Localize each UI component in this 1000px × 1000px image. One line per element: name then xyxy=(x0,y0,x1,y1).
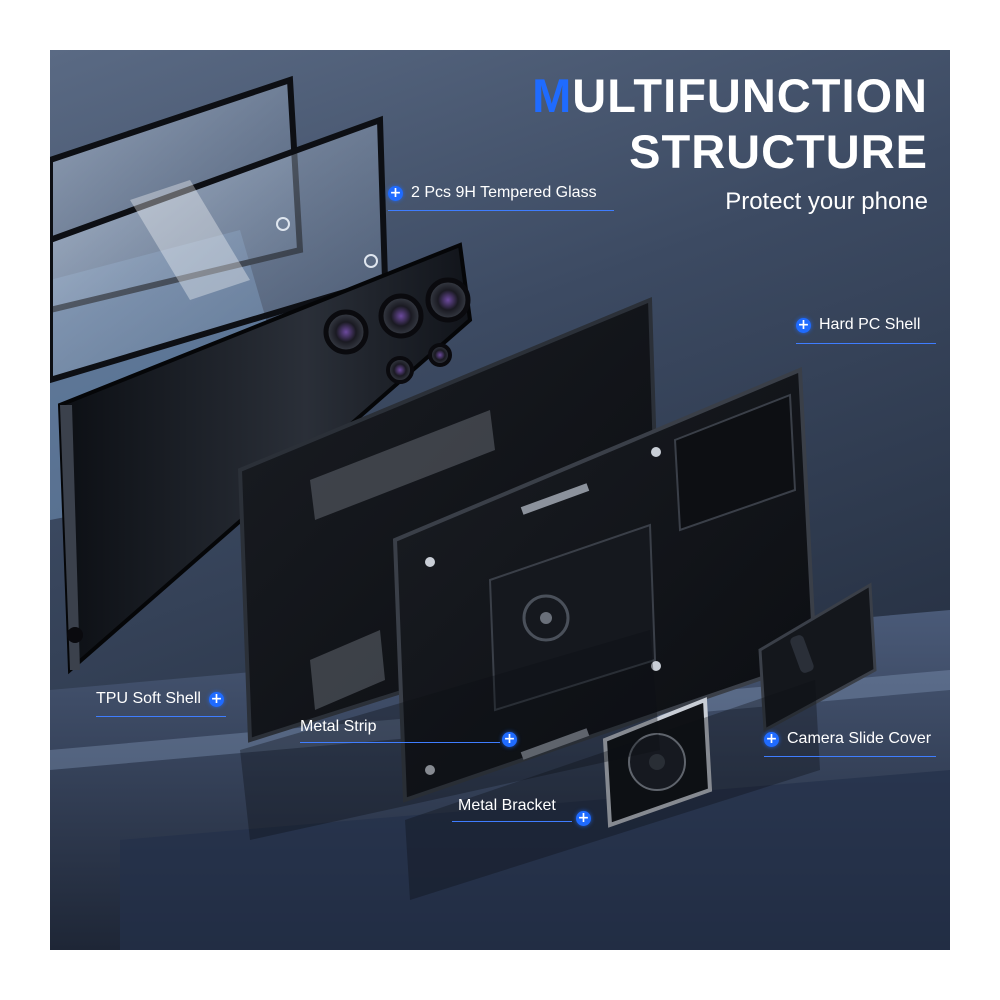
callout-label: Camera Slide Cover xyxy=(787,730,932,747)
callout-line xyxy=(300,742,500,743)
plus-icon: + xyxy=(388,184,403,201)
callout-line xyxy=(764,756,936,757)
plus-icon: + xyxy=(208,690,224,707)
plus-icon: + xyxy=(576,810,591,826)
callout-metal-strip-marker: + xyxy=(502,732,517,747)
callout-label: TPU Soft Shell xyxy=(96,690,201,707)
headline-line2: STRUCTURE xyxy=(629,125,928,178)
callout-camera-slide-cover: + Camera Slide Cover xyxy=(764,730,936,757)
callout-metal-bracket: Metal Bracket xyxy=(452,797,572,822)
camera-lens-icon xyxy=(323,309,369,355)
callout-line xyxy=(796,343,936,344)
callout-label: 2 Pcs 9H Tempered Glass xyxy=(411,184,597,201)
product-scene xyxy=(50,75,950,950)
callout-label: Metal Bracket xyxy=(458,797,556,814)
headline-accent-letter: M xyxy=(532,69,573,122)
product-image-frame: MULTIFUNCTION STRUCTURE Protect your pho… xyxy=(50,50,950,950)
callout-hard-pc-shell: + Hard PC Shell xyxy=(796,316,936,344)
callout-metal-bracket-marker: + xyxy=(576,811,591,826)
callout-label: Metal Strip xyxy=(300,718,377,735)
tempered-glass-sheets xyxy=(50,75,389,384)
metal-bracket xyxy=(602,697,713,828)
callout-tempered-glass: + 2 Pcs 9H Tempered Glass xyxy=(388,184,614,211)
callout-line xyxy=(96,716,226,717)
callout-metal-strip: Metal Strip xyxy=(300,718,500,743)
plus-icon: + xyxy=(764,730,779,747)
plus-icon: + xyxy=(502,731,517,747)
callout-line xyxy=(452,821,572,822)
subtitle: Protect your phone xyxy=(725,188,928,215)
plus-icon: + xyxy=(796,316,811,333)
callout-line xyxy=(388,210,614,211)
camera-slide-cover xyxy=(758,582,877,733)
callout-label: Hard PC Shell xyxy=(819,316,921,333)
headline: MULTIFUNCTION STRUCTURE xyxy=(532,68,928,180)
headline-line1: ULTIFUNCTION xyxy=(572,69,928,122)
callout-tpu-soft-shell: TPU Soft Shell + xyxy=(96,690,226,717)
